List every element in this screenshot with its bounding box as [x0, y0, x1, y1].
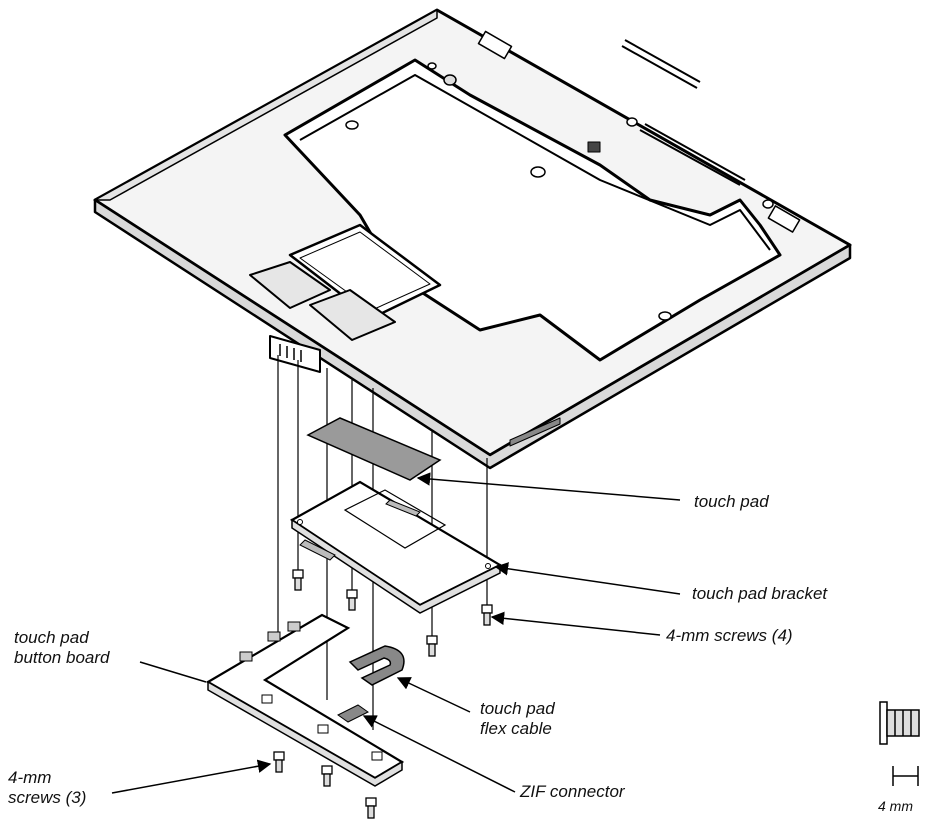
button-board-part — [205, 613, 405, 787]
screw-scale-icon — [879, 701, 920, 745]
screw — [365, 797, 377, 819]
leader-lines — [111, 472, 681, 794]
flex-cable-part — [348, 645, 405, 686]
screw — [481, 604, 493, 626]
label-touch-pad: touch pad — [694, 492, 769, 511]
label-scale: 4 mm — [878, 798, 913, 814]
screw — [273, 751, 285, 773]
screws — [273, 569, 493, 819]
touch-pad-part — [306, 417, 442, 481]
screw — [292, 569, 304, 591]
touch-pad-bracket-part — [289, 480, 503, 614]
screw — [346, 589, 358, 611]
scale-bar — [892, 766, 919, 786]
screw — [426, 635, 438, 657]
label-flex-cable: touch pad flex cable — [480, 699, 555, 738]
label-screws-4: 4-mm screws (4) — [666, 626, 793, 645]
label-touch-pad-bracket: touch pad bracket — [692, 584, 828, 603]
label-zif-connector: ZIF connector — [520, 782, 625, 801]
palm-rest — [93, 8, 852, 470]
label-button-board: touch pad button board — [14, 628, 110, 667]
screw — [321, 765, 333, 787]
label-screws-3: 4-mm screws (3) — [8, 768, 87, 807]
